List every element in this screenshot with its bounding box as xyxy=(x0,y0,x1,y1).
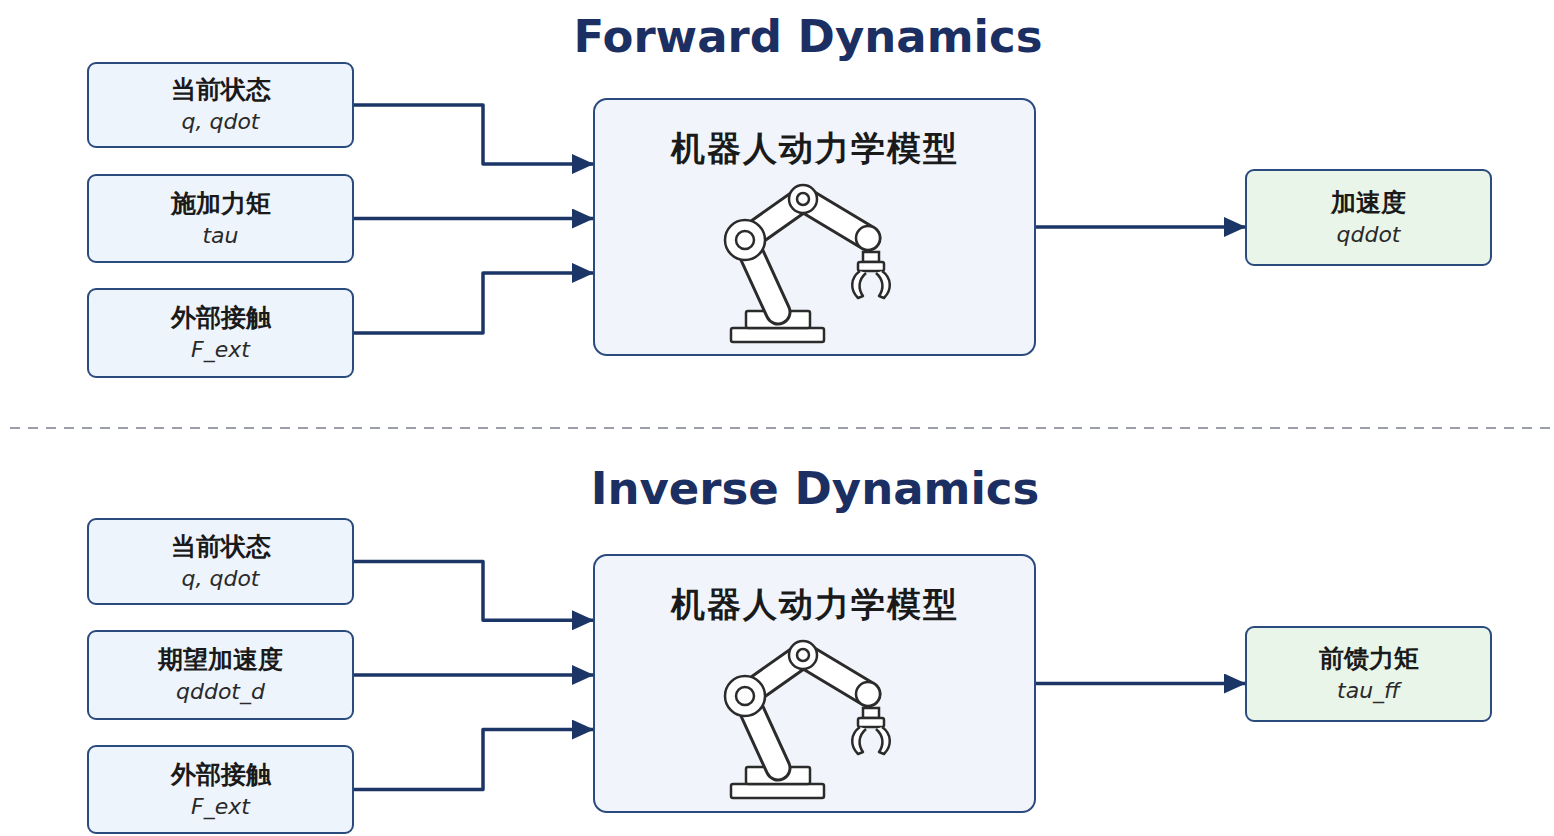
flow-arrow xyxy=(354,105,593,164)
box-subtext: tau_ff xyxy=(1337,676,1400,706)
box-heading: 加速度 xyxy=(1331,186,1406,220)
box-subtext: tau xyxy=(202,221,238,251)
box-subtext: q, qdot xyxy=(182,107,260,137)
section-heading: Forward Dynamics xyxy=(574,10,1043,63)
flow-arrow xyxy=(1036,682,1245,686)
flow-arrow xyxy=(354,217,593,221)
input-box: 外部接触F_ext xyxy=(87,288,354,378)
input-box: 施加力矩tau xyxy=(87,174,354,263)
box-subtext: F_ext xyxy=(191,335,250,365)
section-heading: Inverse Dynamics xyxy=(591,462,1040,515)
robot-arm-illustration xyxy=(725,641,890,798)
box-subtext: qddot xyxy=(1337,220,1401,250)
box-heading: 外部接触 xyxy=(171,301,271,335)
box-heading: 外部接触 xyxy=(171,758,271,792)
box-subtext: q, qdot xyxy=(182,564,260,594)
flow-arrow xyxy=(1036,225,1245,229)
model-box: 机器人动力学模型 xyxy=(593,98,1036,356)
output-box: 加速度qddot xyxy=(1245,169,1492,266)
box-heading: 前馈力矩 xyxy=(1319,642,1419,676)
box-heading: 机器人动力学模型 xyxy=(671,582,959,626)
input-box: 期望加速度qddot_d xyxy=(87,630,354,720)
box-subtext: F_ext xyxy=(191,792,250,822)
box-heading: 施加力矩 xyxy=(171,187,271,221)
input-box: 当前状态q, qdot xyxy=(87,518,354,605)
input-box: 外部接触F_ext xyxy=(87,745,354,834)
flow-arrow xyxy=(354,730,593,790)
box-heading: 当前状态 xyxy=(171,530,271,564)
box-heading: 当前状态 xyxy=(171,73,271,107)
flow-arrow xyxy=(354,562,593,621)
model-box: 机器人动力学模型 xyxy=(593,554,1036,813)
input-box: 当前状态q, qdot xyxy=(87,62,354,148)
box-subtext: qddot_d xyxy=(176,677,265,707)
output-box: 前馈力矩tau_ff xyxy=(1245,626,1492,722)
robot-arm-illustration xyxy=(725,185,890,342)
section-divider xyxy=(10,427,1554,429)
flow-arrow xyxy=(354,673,593,677)
box-heading: 期望加速度 xyxy=(158,643,283,677)
box-heading: 机器人动力学模型 xyxy=(671,126,959,170)
flow-arrow xyxy=(354,273,593,333)
